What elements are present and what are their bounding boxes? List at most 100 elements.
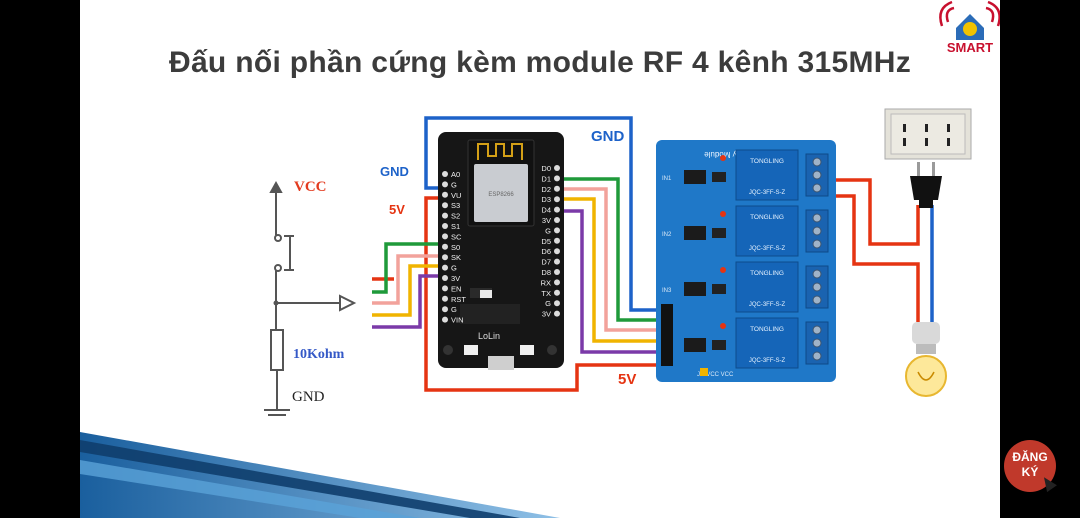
relay-bottom-label: JD-VCC VCC — [697, 372, 734, 378]
relay-module: 4 Relay Module TONGLING JQC-3FF-S-Z IN1TON… — [656, 140, 836, 382]
nodemcu-pin-hole — [442, 212, 448, 219]
nodemcu-pin-hole — [554, 217, 560, 223]
led-icon — [720, 155, 726, 161]
optocoupler-chip — [684, 338, 706, 352]
nodemcu-left-pin-label: S1 — [451, 222, 460, 231]
relay-channel: TONGLING JQC-3FF-S-Z IN3 — [662, 261, 829, 313]
relay-input-label: IN3 — [662, 288, 672, 294]
nodemcu-left-pin-label: VIN — [451, 316, 464, 325]
nodemcu-right-pin-label: G — [545, 299, 551, 308]
nodemcu-pin-hole — [442, 191, 448, 198]
wall-socket — [884, 108, 972, 160]
nodemcu-right-pin-label: D4 — [541, 206, 551, 215]
nodemcu-pin-hole — [442, 295, 448, 302]
transistor-chip — [712, 284, 726, 294]
relay-module-title: 4 Relay Module — [704, 150, 760, 159]
nodemcu-left-pin-label: S0 — [451, 243, 460, 252]
junction-dot — [273, 300, 279, 306]
screw-icon — [812, 282, 822, 292]
screw-icon — [812, 183, 822, 193]
screw-icon — [812, 170, 822, 180]
nodemcu-right-pin-label: D6 — [541, 247, 551, 256]
nodemcu-pin-hole — [554, 258, 560, 265]
nodemcu-pin-hole — [554, 248, 560, 255]
nodemcu-pin-hole — [554, 289, 560, 296]
relay-input-label: IN1 — [662, 176, 672, 182]
nodemcu-pin-hole — [442, 285, 448, 292]
smart-logo: SMART — [939, 0, 1000, 55]
nodemcu-pin-hole — [554, 227, 560, 234]
gnd-label: GND — [292, 389, 325, 405]
smart-logo-text: SMART — [947, 40, 993, 55]
gnd-top-label: GND — [591, 128, 625, 145]
optocoupler-chip — [684, 226, 706, 240]
nodemcu-pin-hole — [442, 181, 448, 188]
nodemcu-pin-hole — [554, 185, 560, 192]
nodemcu-left-pin-label: 3V — [451, 274, 460, 283]
nodemcu-pin-hole — [442, 275, 448, 281]
nodemcu-pin-hole — [442, 254, 448, 261]
nodemcu-pin-hole — [442, 316, 448, 323]
subscribe-label-1: ĐĂNG — [1012, 450, 1048, 464]
nodemcu-right-pin-label: D1 — [541, 174, 551, 183]
subscribe-button[interactable]: ĐĂNG KÝ — [1004, 440, 1056, 492]
nodemcu-left-pin-label: S2 — [451, 212, 460, 221]
nodemcu-pin-hole — [442, 202, 448, 209]
svg-text:ESP8266: ESP8266 — [488, 192, 514, 198]
nodemcu-pin-hole — [554, 206, 560, 213]
vcc-label: VCC — [294, 179, 327, 195]
nodemcu-right-pin-label: D3 — [541, 195, 551, 204]
led-icon — [720, 267, 726, 273]
nodemcu-right-pin-label: D5 — [541, 237, 551, 246]
nodemcu-pin-hole — [554, 237, 560, 244]
slide: VCC 10Kohm GND GND GND 5V 5V — [80, 0, 1000, 518]
nodemcu-board: ESP8266 LoLin A0GVUS3S2S1SCS0SKG3VENRSTG… — [438, 132, 564, 370]
nodemcu-pin-hole — [442, 243, 448, 250]
nodemcu-pin-hole — [442, 264, 448, 271]
nodemcu-pin-hole — [442, 223, 448, 229]
nodemcu-pin-hole — [554, 269, 560, 275]
screw-icon — [812, 338, 822, 348]
nodemcu-pin-hole — [442, 171, 448, 177]
nodemcu-pin-hole — [554, 279, 560, 286]
nodemcu-pin-hole — [554, 175, 560, 182]
transistor-chip — [712, 228, 726, 238]
relay-model: JQC-3FF-S-Z — [749, 190, 786, 196]
nodemcu-pin-hole — [554, 300, 560, 307]
transistor-chip — [712, 340, 726, 350]
screw-icon — [812, 269, 822, 279]
nodemcu-label: LoLin — [478, 331, 500, 341]
v5-bottom-label: 5V — [618, 371, 636, 388]
relay-body — [735, 149, 799, 201]
nodemcu-pin-hole — [442, 306, 448, 313]
footer-swoosh — [80, 432, 560, 518]
optocoupler-chip — [684, 282, 706, 296]
v5-left-label: 5V — [389, 202, 405, 217]
relay-input-label: IN2 — [662, 232, 672, 238]
relay-brand: TONGLING — [750, 214, 784, 221]
nodemcu-left-pin-label: A0 — [451, 170, 460, 179]
transistor-chip — [712, 172, 726, 182]
relay-brand: TONGLING — [750, 326, 784, 333]
slide-title: Đấu nối phần cứng kèm module RF 4 kênh 3… — [168, 46, 911, 79]
power-plug — [910, 162, 942, 208]
resistor-label: 10Kohm — [293, 347, 345, 362]
nodemcu-left-pin-label: S3 — [451, 201, 460, 210]
button-circuit — [264, 180, 357, 416]
nodemcu-left-pin-label: VU — [451, 191, 461, 200]
relay-brand: TONGLING — [750, 270, 784, 277]
light-bulb — [905, 322, 947, 397]
nodemcu-left-pin-label: EN — [451, 284, 461, 293]
nodemcu-pin-hole — [554, 310, 560, 317]
wiring-diagram: VCC 10Kohm GND GND GND 5V 5V — [80, 0, 1000, 518]
relay-model: JQC-3FF-S-Z — [749, 302, 786, 308]
nodemcu-pin-hole — [442, 233, 448, 240]
relay-body — [735, 205, 799, 257]
nodemcu-left-pin-label: G — [451, 264, 457, 273]
screw-icon — [812, 239, 822, 249]
